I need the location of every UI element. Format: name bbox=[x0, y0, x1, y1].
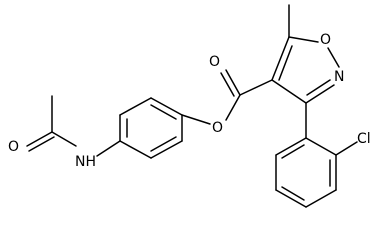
bond-ph-2 bbox=[119, 97, 152, 116]
bond-carbonyl-o-2 bbox=[28, 136, 55, 152]
bond-ar-inner-2 bbox=[281, 186, 305, 201]
bond-isox-c4-c5 bbox=[271, 36, 290, 81]
structure-diagram: O NH O O O N Cl bbox=[8, 4, 371, 208]
bond-nh-ring bbox=[96, 140, 121, 157]
bond-carbonyl-o-ester-1 bbox=[225, 69, 241, 96]
atom-o-ester-carbonyl: O bbox=[209, 54, 220, 70]
bond-ph-3 bbox=[150, 97, 183, 116]
bond-o-ester-carbonyl bbox=[225, 94, 241, 121]
bond-ph-6 bbox=[119, 140, 152, 159]
bond-ar-1 bbox=[305, 137, 337, 156]
bond-carbonyl-o-ester-2 bbox=[220, 72, 235, 97]
bond-isox-n-c3-inner bbox=[306, 79, 331, 96]
bond-ar-4 bbox=[275, 189, 307, 208]
bond-carbonyl-nh bbox=[51, 131, 77, 147]
bond-ph-inner-3 bbox=[150, 136, 177, 152]
atom-nh: NH bbox=[75, 154, 96, 170]
atom-o-ester-link: O bbox=[212, 120, 223, 136]
bond-ar-3 bbox=[305, 189, 337, 208]
bond-isox-n-c3 bbox=[305, 84, 335, 104]
bond-isox-c5-o bbox=[288, 36, 319, 43]
bond-carbonyl-o-1 bbox=[26, 131, 53, 147]
bond-ar-6 bbox=[275, 137, 307, 156]
bond-ar-cl bbox=[335, 141, 358, 156]
bond-ar-inner-3 bbox=[281, 144, 305, 159]
bond-ring-o-ester bbox=[181, 114, 211, 125]
atom-cl: Cl bbox=[357, 131, 371, 147]
bond-carbonyl-isoxazole bbox=[239, 79, 273, 96]
bond-isox-o-n bbox=[327, 47, 340, 68]
bond-ph-5 bbox=[150, 140, 183, 159]
bond-isox-c3-c4 bbox=[271, 79, 307, 104]
bond-isox-c4-c5-inner bbox=[278, 45, 293, 81]
atom-o-acetyl: O bbox=[8, 139, 19, 155]
atom-n-ring: N bbox=[334, 69, 344, 85]
bond-ph-inner-2 bbox=[150, 104, 177, 120]
atom-o-ring: O bbox=[320, 32, 331, 48]
